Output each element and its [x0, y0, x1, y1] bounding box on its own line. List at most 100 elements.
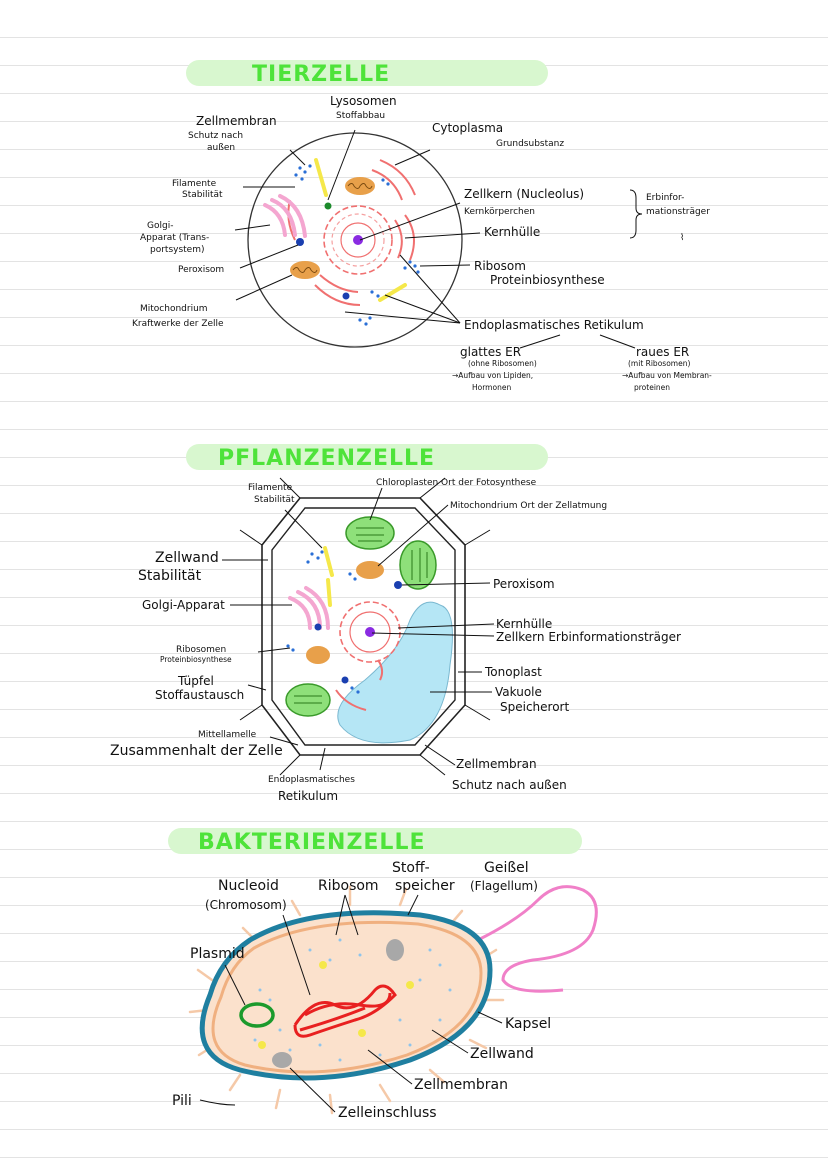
animal-label-raues-sub2: →Aufbau von Membran- [622, 371, 712, 380]
bacteria-flagellum [477, 885, 598, 993]
bacterial-cell-title: BAKTERIENZELLE [198, 830, 426, 855]
plant-mitochondria [306, 561, 384, 664]
animal-label-lysosomen: Lysosomen [330, 94, 397, 108]
bacteria-label-zellwand: Zellwand [470, 1046, 534, 1062]
bacteria-label-geissel: Geißel [484, 860, 529, 876]
dna-icon: ⌇ [680, 232, 684, 243]
animal-label-erbinfo2: mationsträger [646, 207, 710, 217]
bacteria-label-stoffspeicher1: Stoff- [392, 860, 430, 876]
plant-label-er2: Retikulum [278, 789, 338, 803]
animal-label-glattes-sub1: (ohne Ribosomen) [468, 359, 537, 368]
animal-label-cytoplasma-sub: Grundsubstanz [496, 139, 564, 149]
animal-er [287, 159, 416, 306]
animal-filaments [314, 158, 407, 302]
animal-label-filamente-sub: Stabilität [182, 190, 223, 200]
plant-label-tonoplast: Tonoplast [484, 665, 542, 679]
animal-label-kernhuelle: Kernhülle [484, 225, 540, 239]
bacteria-nucleoid [293, 984, 397, 1038]
plant-label-zellmembran-sub: Schutz nach außen [452, 778, 567, 792]
plant-label-zellwand-sub: Stabilität [138, 568, 202, 584]
plant-leader-lines [222, 487, 495, 771]
plant-golgi [288, 586, 330, 630]
animal-label-glattes-sub3: Hormonen [472, 383, 511, 392]
plant-label-tuepfel: Tüpfel [177, 674, 214, 688]
animal-cell-membrane [247, 132, 463, 348]
animal-label-cytoplasma: Cytoplasma [432, 121, 503, 135]
bacteria-label-kapsel: Kapsel [505, 1016, 551, 1032]
bacteria-ribosomes [253, 938, 452, 1062]
bacteria-pili [188, 885, 505, 1115]
plant-label-vakuole-sub: Speicherort [500, 700, 569, 714]
plant-label-tuepfel-sub: Stoffaustausch [155, 688, 244, 702]
bacterial-cell-section: BAKTERIENZELLE [168, 828, 598, 1121]
bacteria-label-ribosom: Ribosom [318, 878, 379, 894]
animal-title-highlight [186, 60, 548, 86]
bacteria-capsule [199, 910, 493, 1081]
animal-label-filamente: Filamente [172, 179, 217, 189]
plant-peroxisomes [314, 581, 402, 684]
bacteria-leader-lines [199, 894, 503, 1113]
bacteria-label-plasmid: Plasmid [190, 946, 245, 962]
animal-label-golgi3: portsystem) [150, 245, 205, 255]
plant-label-golgi: Golgi-Apparat [142, 598, 225, 612]
animal-label-ribosom: Ribosom [474, 259, 526, 273]
animal-label-golgi2: Apparat (Trans- [140, 233, 209, 243]
animal-nucleus [323, 205, 393, 275]
animal-label-raues-sub3: proteinen [634, 383, 670, 392]
animal-ribosomes [294, 164, 420, 326]
plant-label-zellwand: Zellwand [155, 550, 219, 566]
animal-cell-section: TIERZELLE [132, 60, 712, 392]
animal-leader-lines [234, 129, 636, 349]
plant-label-mittellamelle: Mittellamelle [198, 730, 257, 740]
bacteria-title-highlight [168, 828, 582, 854]
animal-label-ribosom-sub: Proteinbiosynthese [490, 273, 605, 287]
bacteria-inclusions [272, 939, 404, 1068]
bacteria-label-zelleinschluss: Zelleinschluss [338, 1105, 437, 1121]
bacteria-label-stoffspeicher2: speicher [395, 878, 455, 894]
plant-neighbour-walls [239, 477, 491, 776]
bacteria-label-geissel-sub: (Flagellum) [470, 879, 538, 893]
animal-label-mitochondrium: Mitochondrium [140, 304, 208, 314]
plant-label-ribosomen-sub: Proteinbiosynthese [160, 655, 232, 664]
plant-label-zellkern: Zellkern Erbinformationsträger [496, 630, 681, 644]
plant-cell-title: PFLANZENZELLE [218, 446, 435, 471]
animal-label-raues-sub1: (mit Ribosomen) [628, 359, 690, 368]
bacteria-label-nucleoid-sub: (Chromosom) [205, 898, 287, 912]
plant-label-filamente-sub: Stabilität [254, 495, 295, 505]
plant-filaments [323, 546, 334, 607]
plant-label-kernhuelle: Kernhülle [496, 617, 552, 631]
animal-label-zellmembran-sub2: außen [207, 143, 235, 153]
plant-label-zellmembran: Zellmembran [456, 757, 537, 771]
plant-label-filamente: Filamente [248, 483, 293, 493]
animal-label-peroxisom: Peroxisom [178, 265, 224, 275]
animal-label-erbinfo1: Erbinfor- [646, 193, 684, 203]
plant-vacuole [337, 601, 453, 744]
bacteria-cell-wall [211, 920, 483, 1074]
animal-brace [629, 189, 643, 239]
bacteria-label-nucleoid: Nucleoid [218, 878, 279, 894]
animal-label-glattes-er: glattes ER [460, 345, 521, 359]
bacteria-label-zellmembran: Zellmembran [414, 1077, 508, 1093]
plant-title-highlight [186, 444, 548, 470]
animal-cell-title: TIERZELLE [252, 62, 390, 87]
plant-er [335, 659, 384, 711]
animal-label-er: Endoplasmatisches Retikulum [464, 318, 644, 332]
animal-label-lysosomen-sub: Stoffabbau [336, 111, 385, 121]
plant-label-peroxisom: Peroxisom [493, 577, 555, 591]
plant-chloroplasts [285, 516, 437, 717]
plant-label-mittellamelle-sub: Zusammenhalt der Zelle [110, 743, 283, 759]
plant-cell-section: PFLANZENZELLE [110, 444, 681, 803]
animal-label-zellmembran: Zellmembran [196, 114, 277, 128]
animal-label-mitochondrium-sub: Kraftwerke der Zelle [132, 319, 224, 329]
plant-ribosomes [286, 550, 360, 694]
bacteria-storage [258, 961, 414, 1049]
animal-mitochondria [290, 177, 375, 279]
plant-label-chloroplasten: Chloroplasten Ort der Fotosynthese [376, 478, 537, 488]
plant-label-mitochondrium: Mitochondrium Ort der Zellatmung [450, 501, 607, 511]
plant-label-ribosomen: Ribosomen [176, 645, 226, 655]
animal-label-glattes-sub2: →Aufbau von Lipiden, [452, 371, 533, 380]
bacteria-label-pili: Pili [172, 1093, 192, 1109]
animal-golgi [263, 194, 307, 238]
animal-peroxisomes [296, 202, 350, 300]
